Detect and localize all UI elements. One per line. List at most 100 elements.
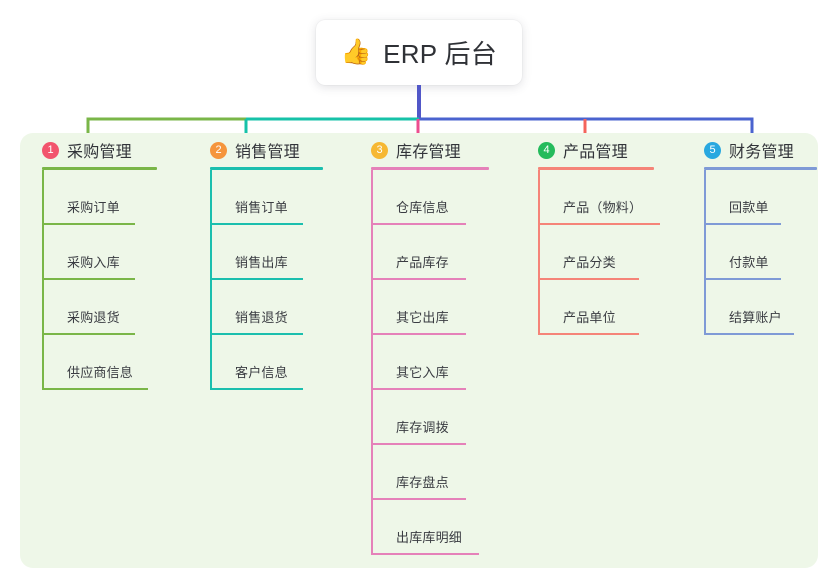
thumbs-up-icon: 👍 — [340, 38, 373, 66]
list-item-rule — [42, 223, 135, 225]
list-item-rule — [371, 388, 466, 390]
list-item-rule — [704, 333, 794, 335]
column-header-4[interactable]: 4 产品管理 — [527, 133, 697, 167]
list-item-label: 付款单 — [729, 255, 769, 270]
list-item-label: 产品（物料） — [563, 200, 643, 215]
list-item-label: 其它出库 — [396, 310, 449, 325]
list-item-label: 供应商信息 — [67, 365, 134, 380]
list-item-label: 采购退货 — [67, 310, 120, 325]
column-spine-4 — [538, 170, 540, 335]
list-item-rule — [210, 278, 303, 280]
list-item[interactable]: 销售订单 — [210, 170, 359, 225]
column-badge-3: 3 — [371, 141, 388, 159]
list-item-label: 采购订单 — [67, 200, 120, 215]
list-item-label: 库存调拨 — [396, 420, 449, 435]
column-items-5: 回款单付款单结算账户 — [704, 170, 839, 335]
column-title-3: 库存管理 — [396, 144, 461, 161]
list-item[interactable]: 其它入库 — [371, 335, 535, 390]
list-item-rule — [371, 553, 479, 555]
column-title-4: 产品管理 — [563, 144, 628, 161]
list-item[interactable]: 采购入库 — [42, 225, 191, 280]
column-underline-4 — [538, 167, 654, 170]
list-item-label: 产品单位 — [563, 310, 616, 325]
root-node-content: 👍 ERP 后台 — [341, 34, 497, 71]
list-item-rule — [210, 223, 303, 225]
list-item-label: 销售订单 — [235, 200, 288, 215]
list-item-label: 其它入库 — [396, 365, 449, 380]
list-item-label: 出库库明细 — [396, 530, 463, 545]
list-item[interactable]: 库存调拨 — [371, 390, 535, 445]
list-item-rule — [538, 333, 639, 335]
column-spine-3 — [371, 170, 373, 555]
column-title-5: 财务管理 — [729, 144, 794, 161]
root-node-title: ERP 后台 — [383, 39, 498, 69]
list-item-rule — [371, 333, 466, 335]
list-item-label: 仓库信息 — [396, 200, 449, 215]
column-5: 5 财务管理回款单付款单结算账户 — [693, 133, 839, 335]
list-item[interactable]: 仓库信息 — [371, 170, 535, 225]
column-underline-1 — [42, 167, 157, 170]
list-item[interactable]: 采购订单 — [42, 170, 191, 225]
list-item-rule — [538, 278, 639, 280]
list-item-rule — [42, 388, 148, 390]
list-item[interactable]: 销售出库 — [210, 225, 359, 280]
list-item-label: 采购入库 — [67, 255, 120, 270]
column-items-4: 产品（物料） 产品分类产品单位 — [538, 170, 697, 335]
column-items-3: 仓库信息产品库存其它出库其它入库库存调拨库存盘点出库库明细 — [371, 170, 535, 555]
column-4: 4 产品管理产品（物料） 产品分类产品单位 — [527, 133, 697, 335]
list-item[interactable]: 其它出库 — [371, 280, 535, 335]
list-item-rule — [371, 443, 466, 445]
column-underline-5 — [704, 167, 817, 170]
list-item-label: 回款单 — [729, 200, 769, 215]
list-item-rule — [371, 498, 466, 500]
list-item[interactable]: 库存盘点 — [371, 445, 535, 500]
list-item[interactable]: 产品（物料） — [538, 170, 697, 225]
column-header-3[interactable]: 3 库存管理 — [360, 133, 535, 167]
column-items-2: 销售订单销售出库销售退货客户信息 — [210, 170, 359, 390]
list-item[interactable]: 付款单 — [704, 225, 839, 280]
list-item-rule — [210, 333, 303, 335]
list-item-rule — [704, 278, 781, 280]
list-item-rule — [42, 333, 135, 335]
list-item-label: 库存盘点 — [396, 475, 449, 490]
column-title-2: 销售管理 — [235, 144, 300, 161]
list-item-label: 产品分类 — [563, 255, 616, 270]
list-item-label: 销售出库 — [235, 255, 288, 270]
column-underline-2 — [210, 167, 323, 170]
list-item-label: 客户信息 — [235, 365, 288, 380]
list-item[interactable]: 出库库明细 — [371, 500, 535, 555]
list-item[interactable]: 销售退货 — [210, 280, 359, 335]
column-badge-1: 1 — [42, 141, 59, 159]
list-item-label: 结算账户 — [729, 310, 782, 325]
list-item[interactable]: 采购退货 — [42, 280, 191, 335]
list-item-rule — [42, 278, 135, 280]
list-item[interactable]: 供应商信息 — [42, 335, 191, 390]
list-item[interactable]: 客户信息 — [210, 335, 359, 390]
list-item[interactable]: 产品分类 — [538, 225, 697, 280]
list-item[interactable]: 产品库存 — [371, 225, 535, 280]
root-node-card[interactable]: 👍 ERP 后台 — [316, 20, 522, 85]
list-item-label: 销售退货 — [235, 310, 288, 325]
list-item-rule — [210, 388, 303, 390]
column-header-5[interactable]: 5 财务管理 — [693, 133, 839, 167]
column-badge-4: 4 — [538, 141, 555, 159]
list-item[interactable]: 产品单位 — [538, 280, 697, 335]
list-item-rule — [704, 223, 781, 225]
column-spine-5 — [704, 170, 706, 335]
list-item[interactable]: 回款单 — [704, 170, 839, 225]
column-underline-3 — [371, 167, 489, 170]
list-item-label: 产品库存 — [396, 255, 449, 270]
column-spine-1 — [42, 170, 44, 390]
list-item[interactable]: 结算账户 — [704, 280, 839, 335]
list-item-rule — [538, 223, 660, 225]
list-item-rule — [371, 278, 466, 280]
list-item-rule — [371, 223, 466, 225]
column-badge-5: 5 — [704, 141, 721, 159]
column-items-1: 采购订单采购入库采购退货供应商信息 — [42, 170, 191, 390]
column-spine-2 — [210, 170, 212, 390]
